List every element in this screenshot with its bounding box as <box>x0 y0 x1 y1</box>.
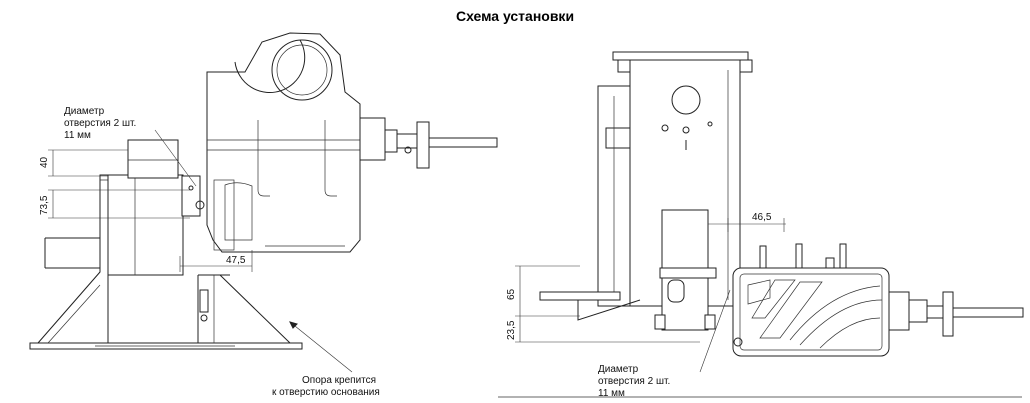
dim-73-5-label: 73,5 <box>39 195 50 215</box>
dim-65-label: 65 <box>506 288 517 300</box>
front-bracket <box>654 209 717 331</box>
motor-housing <box>206 32 361 253</box>
hole-note-left-line1: Диаметр <box>64 106 105 117</box>
hole-leader-right <box>699 289 731 373</box>
right-horizontal-dimension <box>708 218 786 232</box>
side-panel <box>597 85 631 307</box>
hole-note-right-line2: отверстия 2 шт. <box>598 376 670 387</box>
dim-23-5-label: 23,5 <box>506 320 517 340</box>
support-leader <box>289 321 353 373</box>
diagram-title: Схема установки <box>455 8 575 24</box>
left-view <box>29 32 498 373</box>
column <box>107 174 184 276</box>
dim-46-5-label: 46,5 <box>752 212 772 223</box>
flange-block <box>127 139 179 179</box>
dim-47-5-label: 47,5 <box>226 255 246 266</box>
side-housing <box>732 243 890 357</box>
dim-40-label: 40 <box>39 156 50 168</box>
left-horizontal-dimension <box>179 250 253 272</box>
support-note-line2: к отверстию основания <box>272 387 380 398</box>
right-shaft <box>888 291 1024 337</box>
support-note-line1: Опора крепится <box>302 375 376 386</box>
hole-note-left-line2: отверстия 2 шт. <box>64 118 136 129</box>
hole-note-right-line3: 11 мм <box>598 388 625 399</box>
shaft-assembly <box>359 117 498 169</box>
left-vertical-dimensions <box>48 149 190 219</box>
lower-arm <box>539 291 641 321</box>
hole-leader-left <box>154 129 197 187</box>
right-view <box>498 51 1024 398</box>
right-vertical-dimensions <box>515 265 700 343</box>
hole-note-left-line3: 11 мм <box>64 130 91 141</box>
right-stand <box>197 274 291 344</box>
hole-note-right-line1: Диаметр <box>598 364 639 375</box>
